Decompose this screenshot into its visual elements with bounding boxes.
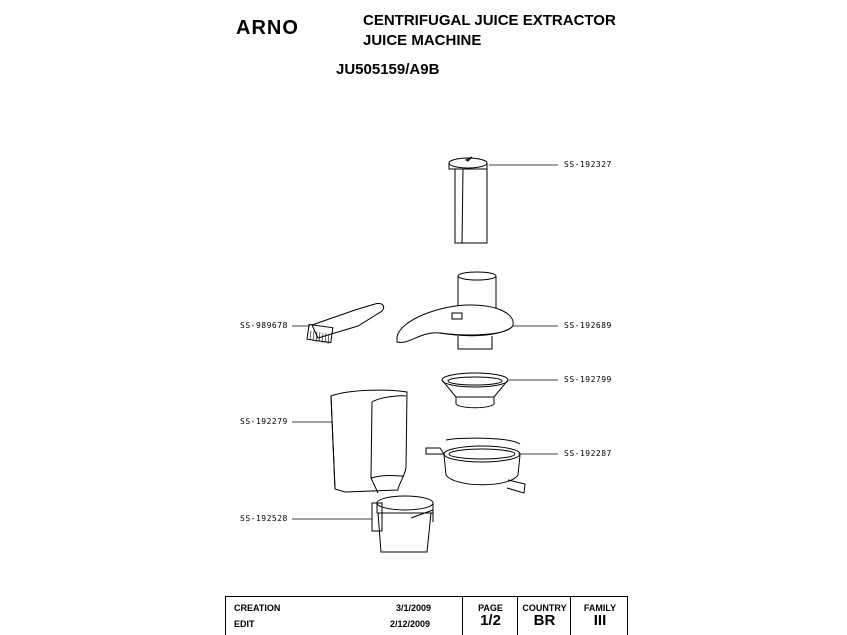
lid-part: [396, 271, 514, 350]
pusher-part: [448, 156, 488, 244]
edit-date: 2/12/2009: [390, 619, 431, 629]
part-label-pulp-container: SS-192279: [240, 417, 288, 426]
page-label: PAGE: [478, 603, 503, 613]
brush-part: [306, 303, 385, 345]
document-title: CENTRIFUGAL JUICE EXTRACTOR JUICE MACHIN…: [363, 11, 616, 51]
page-value: 1/2: [480, 612, 501, 629]
family-cell: FAMILY III: [570, 597, 629, 635]
family-label: FAMILY: [583, 603, 617, 613]
part-label-lid: SS-192689: [564, 321, 612, 330]
edit-label: EDIT: [234, 619, 255, 629]
part-label-pusher: SS-192327: [564, 160, 612, 169]
country-value: BR: [533, 612, 556, 629]
pulp-container-part: [330, 389, 408, 494]
part-label-bowl: SS-192287: [564, 449, 612, 458]
part-label-juice-jug: SS-192528: [240, 514, 288, 523]
filter-part: [441, 372, 509, 409]
leader-lines: [292, 164, 558, 520]
page-cell: PAGE 1/2: [462, 597, 518, 635]
title-block-table: CREATION 3/1/2009 EDIT 2/12/2009 PAGE 1/…: [225, 596, 628, 635]
part-label-brush: SS-989678: [240, 321, 288, 330]
part-label-filter: SS-192799: [564, 375, 612, 384]
creation-date: 3/1/2009: [396, 603, 432, 613]
juice-jug-part: [371, 495, 434, 553]
country-cell: COUNTRY BR: [517, 597, 571, 635]
family-value: III: [593, 612, 607, 629]
title-line-1: CENTRIFUGAL JUICE EXTRACTOR: [363, 12, 616, 29]
model-number: JU505159/A9B: [336, 61, 440, 78]
bowl-part: [425, 437, 526, 494]
title-line-2: JUICE MACHINE: [363, 32, 482, 49]
creation-label: CREATION: [234, 603, 281, 613]
country-label: COUNTRY: [522, 603, 567, 613]
brand-logo: ARNO: [236, 17, 299, 39]
